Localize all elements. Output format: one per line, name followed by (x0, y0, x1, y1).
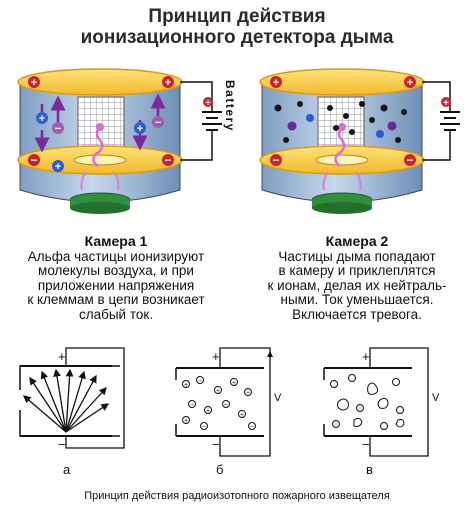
svg-text:−: − (246, 390, 250, 397)
scheme-b-minus: − (212, 437, 220, 452)
svg-text:+: + (240, 412, 244, 419)
chamber-1-line: приложении напряжения (37, 277, 195, 293)
chamber-1-line: к клеммам в цепи возникает (27, 292, 205, 307)
svg-text:+: + (443, 98, 449, 109)
footer-caption: Принцип действия радиоизотопного пожарно… (84, 490, 390, 502)
scheme-b-ions: + − + + − − + − + + − − (182, 376, 256, 431)
svg-text:−: − (190, 402, 194, 409)
svg-text:+: + (184, 382, 188, 389)
svg-text:−: − (406, 153, 413, 167)
alpha-rays (23, 368, 110, 433)
chamber-2-top-plate (259, 68, 425, 96)
scheme-c-smoke (330, 374, 405, 430)
chamber-2-polarity: + + − − (270, 76, 416, 167)
chamber-1-line: молекулы воздуха, и при (38, 263, 194, 278)
svg-text:−: − (55, 123, 61, 135)
scheme-c-voltage: V (432, 392, 440, 404)
chamber-2-line: к ионам, делая их нейтраль- (267, 277, 447, 293)
scheme-c (323, 347, 429, 457)
battery-label: Battery (223, 80, 237, 132)
svg-text:−: − (164, 153, 171, 167)
scheme-a-label: а (63, 462, 71, 477)
scheme-a-plus: + (58, 349, 66, 364)
scheme-c-plus: + (362, 349, 370, 364)
chamber-1-ions: + − + − + (34, 93, 166, 173)
svg-text:−: − (30, 153, 37, 167)
svg-text:+: + (137, 123, 143, 135)
svg-text:−: − (272, 153, 279, 167)
scheme-b-plus: + (212, 349, 220, 364)
svg-text:+: + (407, 77, 413, 89)
chamber-1: + + − − + − + − + + Battery (17, 68, 237, 214)
scheme-a-minus: − (58, 437, 66, 452)
chamber-1-polarity: + + − − (28, 76, 174, 167)
scheme-b-label: б (216, 462, 224, 477)
chamber-2-line: Частицы дыма попадают (278, 248, 436, 264)
scheme-b: + − + + − − + − + + − − (175, 347, 273, 457)
chamber-2: + + − − (259, 68, 460, 214)
svg-text:+: + (216, 388, 220, 395)
svg-text:+: + (31, 77, 37, 89)
chamber-2-caption: Камера 2 Частицы дыма попадают в камеру … (244, 234, 470, 322)
chamber-2-line: ными. Ток уменьшается. (280, 292, 434, 307)
chamber-1-heading: Камера 1 (84, 233, 148, 249)
chamber-1-caption: Камера 1 Альфа частицы ионизируют молеку… (4, 234, 228, 322)
chamber-1-line: Альфа частицы ионизируют (27, 248, 205, 264)
page-title: Принцип действия ионизационного детектор… (0, 6, 474, 48)
svg-text:+: + (184, 418, 188, 425)
svg-text:+: + (206, 408, 210, 415)
chamber-2-heading: Камера 2 (325, 233, 389, 249)
svg-text:−: − (155, 117, 161, 129)
chamber-2-smoke-particles (274, 101, 407, 143)
svg-text:+: + (39, 113, 45, 125)
scheme-c-label: в (366, 462, 373, 477)
scheme-b-voltage: V (274, 392, 282, 404)
title-line-1: Принцип действия (148, 6, 326, 27)
scheme-a (19, 347, 125, 449)
chamber-1-top-plate (17, 68, 183, 96)
svg-text:−: − (198, 378, 202, 385)
svg-text:+: + (205, 98, 211, 109)
svg-text:+: + (55, 161, 61, 173)
svg-text:+: + (165, 77, 171, 89)
battery-circuit-2: + (422, 81, 460, 161)
svg-text:−: − (224, 402, 228, 409)
svg-text:+: + (232, 380, 236, 387)
svg-text:+: + (273, 77, 279, 89)
battery-circuit: + (180, 81, 222, 161)
chamber-1-line: слабый ток. (78, 306, 154, 322)
svg-text:−: − (250, 424, 254, 431)
chamber-2-line: Включается тревога. (292, 306, 422, 322)
svg-text:−: − (202, 424, 206, 431)
scheme-c-minus: − (362, 437, 370, 452)
title-line-2: ионизационного детектора дыма (80, 27, 394, 48)
chamber-2-line: в камеру и приклеплятся (278, 263, 436, 278)
